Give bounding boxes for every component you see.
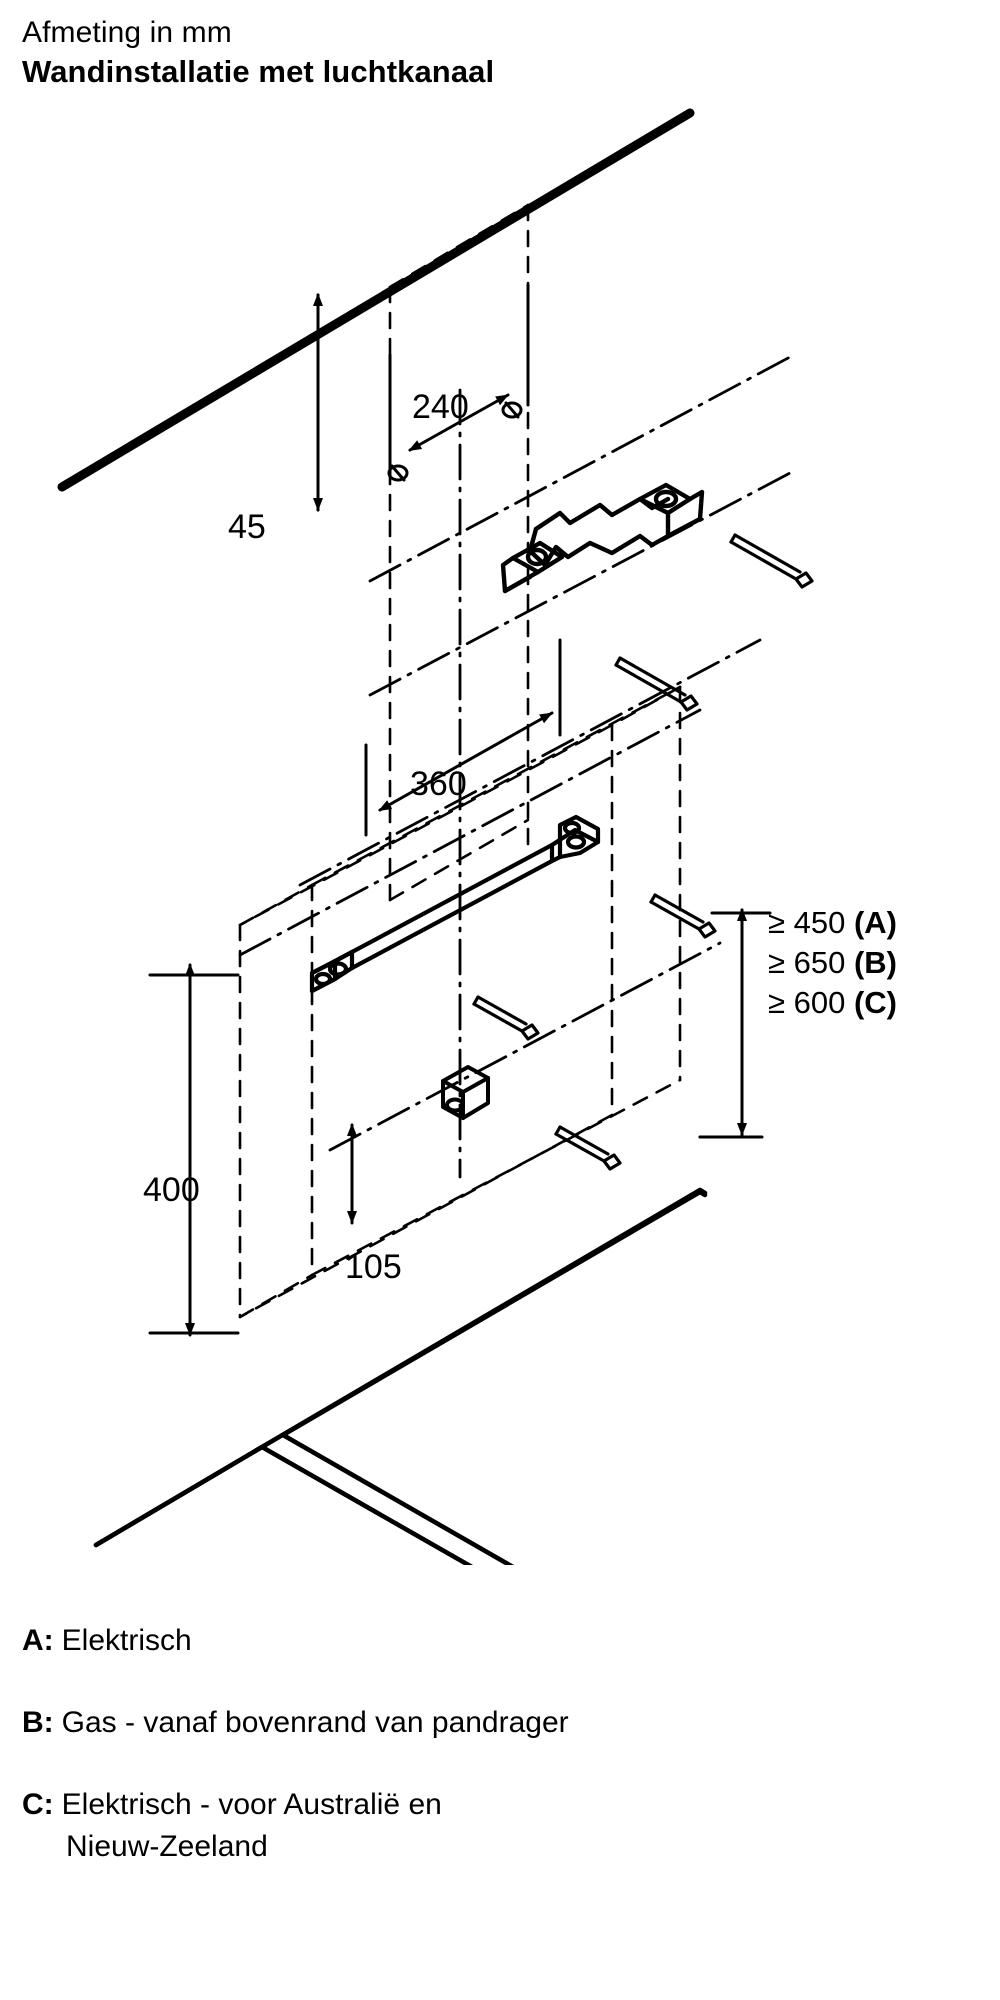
dimension-400: [148, 963, 240, 1337]
legend-key-b: B:: [22, 1706, 54, 1739]
wall-screw-upper-left: [614, 656, 699, 712]
dimension-240: [388, 283, 530, 477]
technical-drawing: 45 240 360 400 105: [0, 95, 1000, 1565]
dimension-360: [364, 638, 562, 837]
legend-text-a: Elektrisch: [61, 1624, 192, 1657]
page-title: Wandinstallatie met luchtkanaal: [22, 54, 495, 89]
clearance-tag-b: (B): [853, 945, 898, 980]
legend-key-c: C:: [22, 1788, 54, 1821]
legend-text-c: Elektrisch - voor Australië en: [61, 1788, 442, 1821]
worktop-outline: [93, 1187, 708, 1565]
wall-rail: [309, 814, 601, 994]
clearance-row-b: ≥ 650 (B): [768, 943, 897, 983]
clearance-value-b: ≥ 650: [768, 945, 854, 980]
dimension-label-400: 400: [143, 1171, 200, 1209]
dimension-label-45: 45: [228, 508, 266, 546]
dimension-clearance: [698, 908, 772, 1139]
legend-text-c-line2: Nieuw-Zeeland: [66, 1830, 268, 1863]
dimension-label-240: 240: [412, 388, 469, 426]
clearance-row-c: ≥ 600 (C): [768, 983, 897, 1023]
legend-text-b: Gas - vanaf bovenrand van pandrager: [61, 1706, 569, 1739]
clearance-list: ≥ 450 (A) ≥ 650 (B) ≥ 600 (C): [768, 903, 897, 1023]
clearance-tag-a: (A): [853, 905, 898, 940]
safety-bracket: [441, 1065, 490, 1120]
clearance-tag-c: (C): [853, 985, 898, 1020]
wall-screw-rail-right: [649, 893, 717, 939]
legend-item-b: B:Gas - vanaf bovenrand van pandrager: [22, 1702, 962, 1744]
units-note: Afmeting in mm: [22, 16, 232, 49]
legend-key-a: A:: [22, 1624, 54, 1657]
wall-screw-upper-right: [729, 533, 814, 589]
legend-item-c: C:Elektrisch - voor Australië en Nieuw-Z…: [22, 1784, 962, 1868]
centre-axis-lines: [238, 355, 792, 1179]
clearance-row-a: ≥ 450 (A): [768, 903, 897, 943]
clearance-value-c: ≥ 600: [768, 985, 854, 1020]
dimension-label-360: 360: [410, 765, 467, 803]
wall-screw-rail-left: [472, 995, 540, 1041]
page-header: Afmeting in mm Wandinstallatie met lucht…: [22, 14, 962, 92]
ceiling-edge: [57, 108, 695, 492]
legend: A:Elektrisch B:Gas - vanaf bovenrand van…: [22, 1620, 962, 1868]
dimension-label-105: 105: [345, 1248, 402, 1286]
duct-mounting-bracket: [500, 482, 705, 594]
wall-screw-safety-bracket: [554, 1125, 622, 1171]
drawing-canvas: [57, 108, 814, 1565]
clearance-value-a: ≥ 450: [768, 905, 854, 940]
legend-item-a: A:Elektrisch: [22, 1620, 962, 1662]
